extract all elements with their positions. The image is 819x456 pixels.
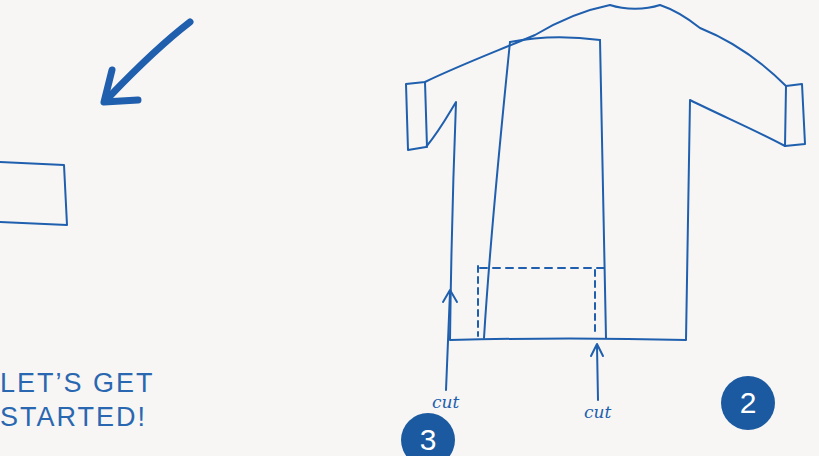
cut-line-dashed: [480, 267, 604, 269]
step-number-circle: 2: [721, 376, 775, 430]
brush-arrow: [110, 22, 190, 96]
cut-line-dashed: [477, 266, 479, 336]
leader-arrow: [591, 344, 603, 400]
step-number-circle: 3: [401, 413, 455, 456]
cardigan-front-line: [600, 40, 606, 338]
cardigan-front-line: [484, 42, 510, 338]
sleeve-cuff-line: [785, 86, 786, 146]
leader-arrow: [443, 290, 457, 390]
sweater-outline: [406, 5, 805, 340]
cut-label: cut: [432, 392, 459, 412]
step-number: 3: [420, 425, 437, 455]
cut-line-dashed: [594, 270, 596, 336]
cut-label: cut: [584, 402, 611, 422]
cardigan-front-line: [510, 37, 600, 42]
brush-arrow-head: [104, 70, 138, 102]
step-number: 2: [740, 388, 757, 418]
sleeve-cuff-line: [425, 82, 427, 147]
page-title: LET’S GET STARTED!: [0, 366, 178, 434]
sleeve-cuff-partial: [0, 162, 67, 225]
